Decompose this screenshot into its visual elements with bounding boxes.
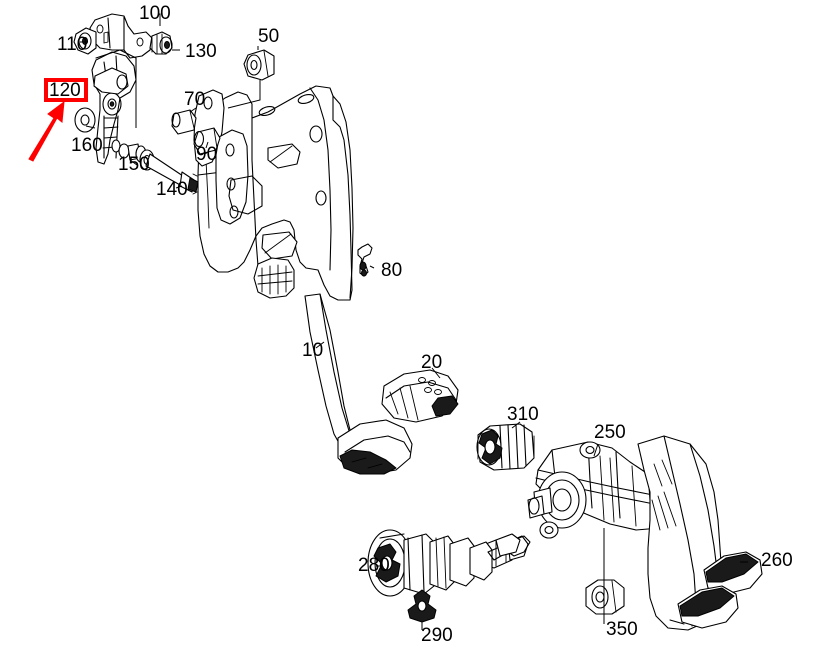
callout-20: 20 bbox=[421, 352, 442, 373]
part-350-nut bbox=[585, 579, 625, 615]
callout-150: 150 bbox=[118, 154, 150, 175]
part-290-grommet bbox=[407, 589, 437, 623]
callout-130: 130 bbox=[185, 41, 217, 62]
part-160-washer bbox=[74, 107, 96, 133]
callout-100: 100 bbox=[139, 3, 171, 24]
callout-80: 80 bbox=[381, 260, 402, 281]
highlight-label: 120 bbox=[49, 80, 81, 101]
callout-110: 110 bbox=[57, 34, 87, 55]
callout-160: 160 bbox=[71, 135, 103, 156]
callout-260: 260 bbox=[761, 550, 793, 571]
highlight-arrow bbox=[28, 100, 65, 162]
callout-350: 350 bbox=[606, 619, 638, 640]
part-100-bracket bbox=[73, 13, 153, 59]
callout-70: 70 bbox=[184, 89, 205, 110]
part-150-bushings bbox=[111, 139, 147, 163]
part-310-sensor bbox=[476, 423, 535, 471]
part-50-bushing bbox=[243, 49, 275, 81]
callout-140: 140 bbox=[156, 179, 188, 200]
callout-250: 250 bbox=[594, 422, 626, 443]
brake-pedal-arm bbox=[304, 293, 413, 475]
part-80-clip bbox=[357, 243, 373, 277]
part-120-lever-mechanism bbox=[91, 49, 137, 165]
part-70-pin bbox=[171, 109, 197, 135]
leader-lines bbox=[80, 13, 748, 630]
callout-10: 10 bbox=[302, 340, 323, 361]
callout-310: 310 bbox=[507, 404, 539, 425]
callout-290: 290 bbox=[421, 625, 453, 646]
accelerator-pedal-arm bbox=[637, 435, 763, 631]
highlight-box bbox=[44, 78, 88, 102]
part-140-push-rod bbox=[139, 149, 199, 195]
callout-labels: 10 20 50 70 80 90 100 110 130 140 150 16… bbox=[57, 3, 793, 646]
part-20-pedal-pad bbox=[381, 369, 459, 423]
highlight-annotation: 120 bbox=[28, 78, 88, 162]
callout-280: 280 bbox=[358, 555, 390, 576]
callout-90: 90 bbox=[196, 144, 217, 165]
callout-50: 50 bbox=[258, 26, 279, 47]
part-130-bolt bbox=[149, 31, 173, 55]
part-90-pin bbox=[193, 127, 221, 155]
pedal-bracket-assembly bbox=[193, 85, 354, 301]
part-280-switch bbox=[367, 529, 531, 597]
